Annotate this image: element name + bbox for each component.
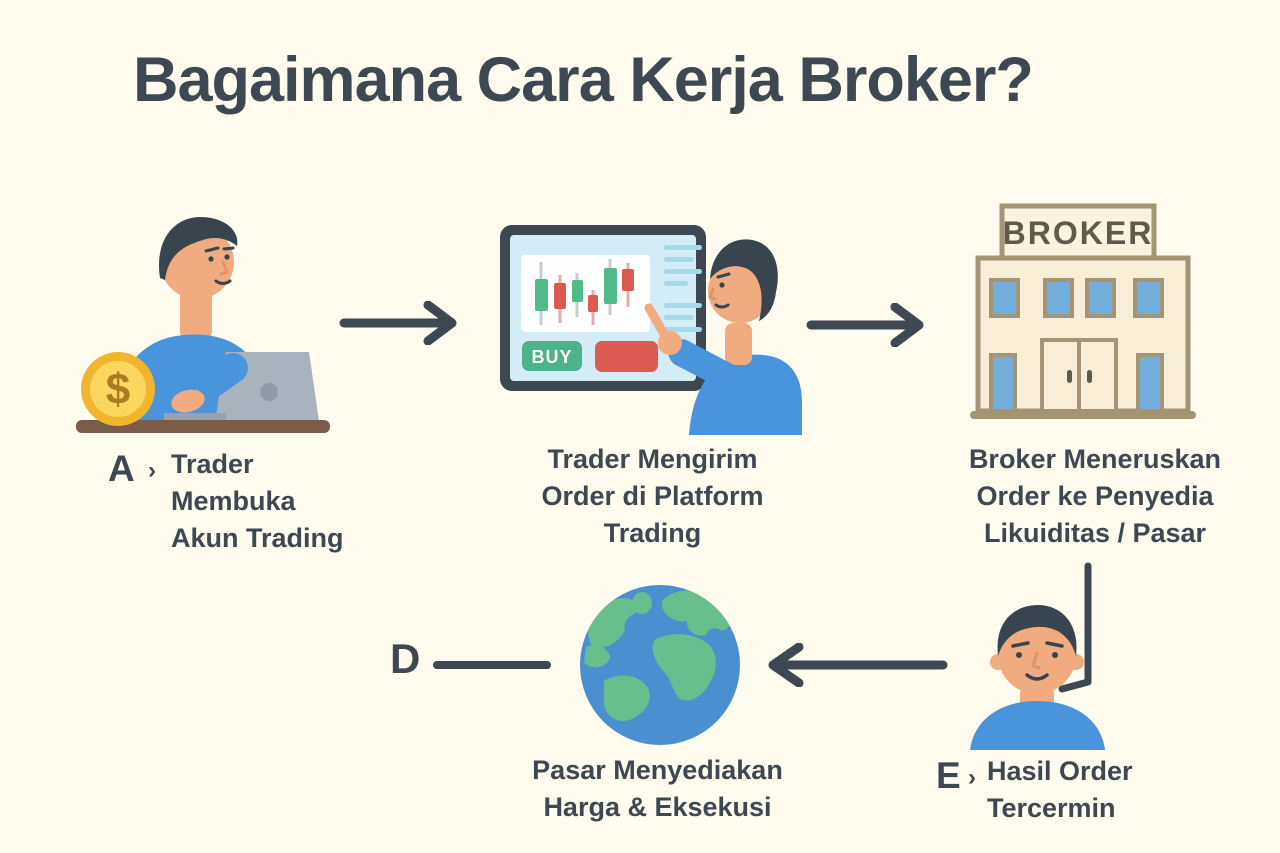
result-trader-eye — [1052, 652, 1058, 658]
chevron-right-icon: › — [968, 764, 976, 791]
desk — [76, 420, 330, 433]
text-line: Akun Trading — [171, 523, 344, 553]
trader-open-account-illustration: $ — [76, 217, 330, 433]
text-line: Membuka — [171, 486, 296, 516]
page-title: Bagaimana Cara Kerja Broker? — [133, 45, 1034, 115]
trader-neck — [180, 288, 212, 340]
pointing-trader-hair — [710, 239, 778, 321]
text-line: Pasar Menyediakan — [532, 755, 783, 785]
trader-hand — [171, 389, 205, 413]
dollar-coin-icon: $ — [81, 352, 155, 426]
broker-sign: BROKER — [999, 203, 1157, 261]
text-line: Tercermin — [987, 793, 1116, 823]
trader-arm — [181, 353, 248, 409]
result-trader-eye — [1016, 652, 1022, 658]
pointing-finger — [644, 303, 672, 344]
result-trader-mouth — [1025, 673, 1049, 681]
text-line: Harga & Eksekusi — [543, 792, 772, 822]
pointing-trader-arm — [668, 339, 761, 401]
trading-platform-illustration: BUY — [500, 225, 802, 435]
upper-windows — [989, 278, 1164, 318]
text-line: Likuiditas / Pasar — [983, 518, 1207, 548]
text-line: Broker Meneruskan — [968, 444, 1222, 474]
broker-building-illustration: BROKER — [970, 203, 1196, 419]
result-trader-nose — [1031, 651, 1041, 670]
broker-sign-label: BROKER — [1003, 215, 1154, 251]
step-a-label: Trader Membuka Akun Trading — [171, 446, 344, 557]
result-trader-eyebrows — [1011, 641, 1064, 648]
pointing-trader-eyebrow — [716, 272, 731, 279]
step-a-marker: A — [108, 448, 135, 489]
arrow-right-icon — [339, 301, 457, 345]
dollar-symbol: $ — [106, 365, 130, 414]
text-line: Order di Platform — [541, 481, 764, 511]
step-d-marker: D — [390, 635, 421, 682]
pointing-trader-mouth — [714, 303, 730, 309]
lower-window — [1136, 353, 1164, 413]
ground-line — [970, 411, 1196, 419]
trader-nose — [219, 260, 229, 276]
candlestick-chart — [521, 255, 650, 332]
trader-mouth — [214, 279, 232, 285]
text-line: Trading — [603, 518, 702, 548]
buy-button: BUY — [522, 341, 582, 371]
step-e-marker: E — [936, 755, 961, 796]
buy-button-label: BUY — [531, 347, 572, 367]
trader-eyebrows — [204, 246, 235, 253]
text-line: Trader — [171, 449, 254, 479]
arrow-left-icon — [768, 643, 948, 687]
globe-icon — [580, 585, 740, 745]
pointing-trader-eye — [719, 282, 725, 288]
text-line: Order ke Penyedia — [976, 481, 1214, 511]
step-d-label: Pasar Menyediakan Harga & Eksekusi — [490, 752, 825, 826]
chevron-right-icon: › — [148, 457, 156, 484]
double-door — [1040, 338, 1118, 413]
arrow-right-icon — [806, 303, 924, 347]
lower-window — [989, 353, 1017, 413]
pointing-trader-nose — [708, 287, 717, 301]
trader-hair — [159, 217, 238, 280]
step-c-label: Broker Meneruskan Order ke Penyedia Liku… — [930, 441, 1260, 552]
result-trader-body — [970, 701, 1105, 750]
laptop-logo — [260, 383, 278, 401]
connector-elbow-line — [1058, 562, 1092, 693]
trader-eye — [224, 254, 230, 260]
text-line: Trader Mengirim — [547, 444, 758, 474]
step-e-label: Hasil Order Tercermin — [987, 753, 1133, 827]
d-connector-line — [433, 661, 551, 669]
sell-button — [595, 341, 658, 372]
pointing-trader-neck — [725, 323, 752, 365]
trader-eye — [208, 256, 214, 262]
result-trader-hair — [997, 605, 1077, 656]
step-b-label: Trader Mengirim Order di Platform Tradin… — [495, 441, 810, 552]
trader-result-illustration — [970, 605, 1105, 750]
text-line: Hasil Order — [987, 756, 1133, 786]
